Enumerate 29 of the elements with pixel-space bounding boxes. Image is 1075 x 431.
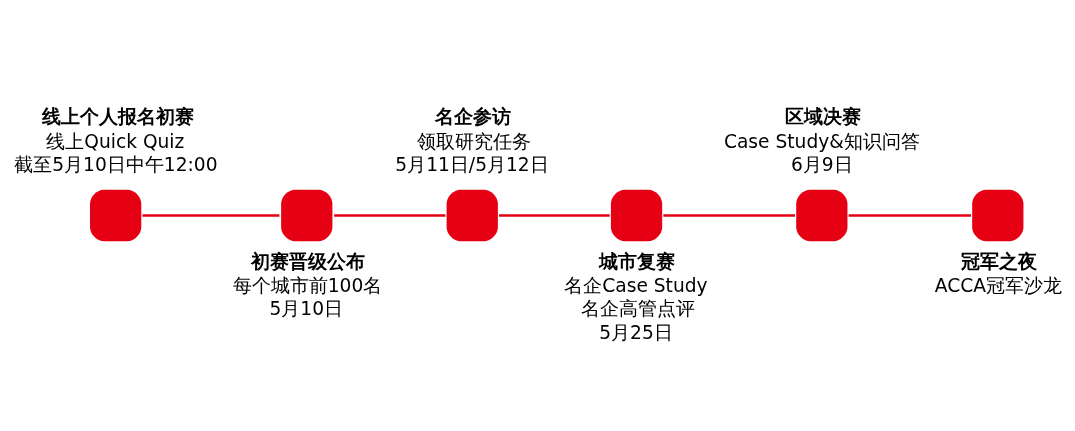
node-label: 5月25日 xyxy=(599,321,673,343)
node-label: 6月9日 xyxy=(790,153,853,175)
node-label: 5月10日 xyxy=(269,298,344,320)
node-label: 初赛晋级公布 xyxy=(251,250,366,272)
node-box xyxy=(446,189,498,242)
connector xyxy=(848,214,971,217)
node-label: 线上Quick Quiz xyxy=(46,130,185,152)
node-label: 5月11日/5月12日 xyxy=(395,153,549,175)
connector xyxy=(663,214,796,217)
node-label: 线上个人报名初赛 xyxy=(41,106,194,128)
node-label: ACCA冠军沙龙 xyxy=(934,275,1063,297)
node-label: Case Study&知识问答 xyxy=(723,130,920,152)
connector xyxy=(334,214,446,217)
node-label: 名企Case Study xyxy=(564,275,708,297)
node-box xyxy=(610,189,663,242)
node-label: 冠军之夜 xyxy=(960,250,1037,272)
connector xyxy=(142,214,280,217)
node-label: 区域决赛 xyxy=(784,106,861,128)
node-label: 城市复赛 xyxy=(599,250,676,272)
node-label: 名企高管点评 xyxy=(581,298,696,320)
connector xyxy=(499,214,610,217)
node-label: 名企参访 xyxy=(434,106,511,128)
node-box xyxy=(90,189,142,242)
node-box xyxy=(281,189,333,242)
node-label: 每个城市前100名 xyxy=(232,275,383,297)
node-label: 领取研究任务 xyxy=(416,130,531,152)
node-box xyxy=(972,189,1024,242)
node-label: 截至5月10日中午12:00 xyxy=(14,153,218,175)
node-box xyxy=(796,189,848,242)
